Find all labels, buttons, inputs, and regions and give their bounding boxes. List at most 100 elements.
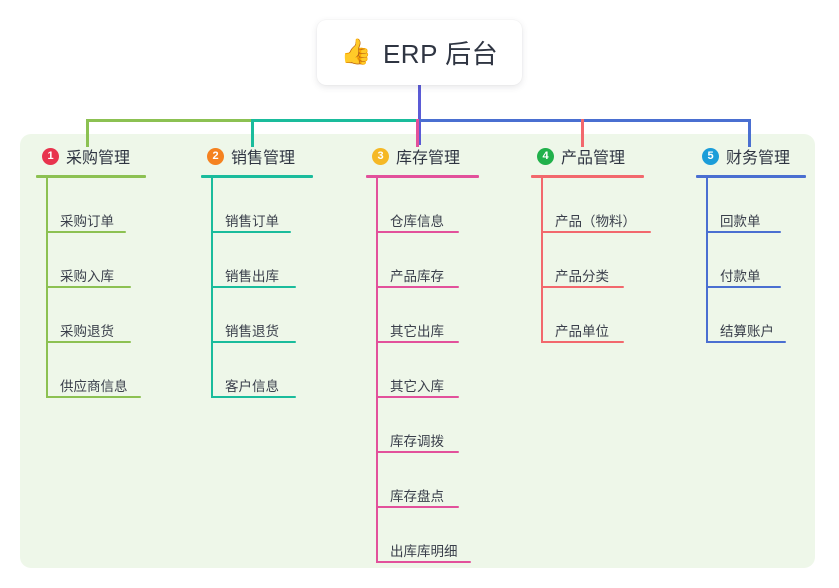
connector-bus-teal <box>251 119 416 122</box>
list-item-label: 产品（物料） <box>555 214 636 229</box>
list-item[interactable]: 库存调拨 <box>366 398 516 453</box>
list-item[interactable]: 产品单位 <box>531 288 686 343</box>
list-item-rule <box>541 341 624 343</box>
column-spine-1 <box>46 178 48 398</box>
list-item[interactable]: 出库库明细 <box>366 508 516 563</box>
list-item[interactable]: 采购退货 <box>36 288 186 343</box>
column-items-1: 采购订单采购入库采购退货供应商信息 <box>36 178 186 398</box>
root-node-title: ERP 后台 <box>382 39 499 69</box>
list-item[interactable]: 客户信息 <box>201 343 351 398</box>
list-item[interactable]: 产品（物料） <box>531 178 686 233</box>
list-item-rule <box>376 506 459 508</box>
column-items-2: 销售订单销售出库销售退货客户信息 <box>201 178 351 398</box>
list-item-rule <box>706 286 781 288</box>
list-item-label: 采购入库 <box>60 269 114 284</box>
list-item-label: 销售出库 <box>225 269 279 284</box>
connector-drop-4 <box>581 119 584 147</box>
list-item-rule <box>376 341 459 343</box>
connector-drop-2 <box>251 119 254 147</box>
list-item-label: 结算账户 <box>720 324 774 339</box>
column-header-rule-2 <box>201 175 313 178</box>
list-item-label: 销售退货 <box>225 324 279 339</box>
column-4: 4 产品管理产品（物料） 产品分类产品单位 <box>531 143 686 343</box>
diagram-panel <box>20 134 815 568</box>
column-spine-4 <box>541 178 543 343</box>
column-header-1[interactable]: 1 采购管理 <box>36 143 186 169</box>
column-title-1: 采购管理 <box>66 150 131 167</box>
list-item-label: 产品库存 <box>390 269 444 284</box>
column-header-rule-3 <box>366 175 479 178</box>
list-item-rule <box>211 396 296 398</box>
column-header-rule-5 <box>696 175 806 178</box>
list-item-label: 销售订单 <box>225 214 279 229</box>
list-item-label: 其它出库 <box>390 324 444 339</box>
list-item-label: 库存盘点 <box>390 489 444 504</box>
list-item[interactable]: 其它入库 <box>366 343 516 398</box>
list-item[interactable]: 仓库信息 <box>366 178 516 233</box>
column-badge-4: 4 <box>537 147 554 165</box>
list-item-rule <box>376 231 459 233</box>
list-item-rule <box>211 286 296 288</box>
list-item[interactable]: 库存盘点 <box>366 453 516 508</box>
list-item-rule <box>211 341 296 343</box>
list-item-label: 回款单 <box>720 214 761 229</box>
list-item-label: 其它入库 <box>390 379 444 394</box>
list-item-label: 出库库明细 <box>390 544 458 559</box>
list-item-label: 付款单 <box>720 269 761 284</box>
list-item[interactable]: 采购入库 <box>36 233 186 288</box>
column-title-4: 产品管理 <box>561 150 626 167</box>
list-item[interactable]: 结算账户 <box>696 288 836 343</box>
column-header-4[interactable]: 4 产品管理 <box>531 143 686 169</box>
list-item-rule <box>46 286 131 288</box>
list-item-rule <box>706 231 781 233</box>
column-title-2: 销售管理 <box>231 150 296 167</box>
list-item[interactable]: 其它出库 <box>366 288 516 343</box>
column-items-5: 回款单付款单结算账户 <box>696 178 836 343</box>
list-item-rule <box>376 396 459 398</box>
list-item-rule <box>376 286 459 288</box>
connector-bus-green <box>86 119 251 122</box>
column-title-5: 财务管理 <box>726 150 791 167</box>
list-item-label: 产品分类 <box>555 269 609 284</box>
list-item[interactable]: 销售出库 <box>201 233 351 288</box>
list-item[interactable]: 销售退货 <box>201 288 351 343</box>
column-badge-1: 1 <box>42 147 59 165</box>
list-item-label: 产品单位 <box>555 324 609 339</box>
column-badge-5: 5 <box>702 147 719 165</box>
list-item-rule <box>46 231 126 233</box>
column-1: 1 采购管理采购订单采购入库采购退货供应商信息 <box>36 143 186 398</box>
list-item-label: 采购订单 <box>60 214 114 229</box>
connector-root-stem <box>418 85 421 145</box>
list-item[interactable]: 产品分类 <box>531 233 686 288</box>
column-5: 5 财务管理回款单付款单结算账户 <box>696 143 836 343</box>
list-item[interactable]: 销售订单 <box>201 178 351 233</box>
list-item[interactable]: 供应商信息 <box>36 343 186 398</box>
column-header-5[interactable]: 5 财务管理 <box>696 143 836 169</box>
column-items-4: 产品（物料） 产品分类产品单位 <box>531 178 686 343</box>
list-item-rule <box>46 396 141 398</box>
list-item-label: 供应商信息 <box>60 379 128 394</box>
column-spine-5 <box>706 178 708 343</box>
list-item-rule <box>46 341 131 343</box>
list-item[interactable]: 采购订单 <box>36 178 186 233</box>
list-item-rule <box>211 231 291 233</box>
connector-drop-1 <box>86 119 89 147</box>
list-item[interactable]: 付款单 <box>696 233 836 288</box>
list-item[interactable]: 产品库存 <box>366 233 516 288</box>
root-node-card[interactable]: 👍 ERP 后台 <box>317 20 522 85</box>
column-header-rule-1 <box>36 175 146 178</box>
column-header-rule-4 <box>531 175 644 178</box>
column-spine-3 <box>376 178 378 563</box>
list-item-rule <box>376 561 471 563</box>
thumbs-up-icon: 👍 <box>340 38 372 66</box>
list-item-rule <box>376 451 459 453</box>
list-item-label: 采购退货 <box>60 324 114 339</box>
column-items-3: 仓库信息产品库存其它出库其它入库库存调拨库存盘点出库库明细 <box>366 178 516 563</box>
list-item[interactable]: 回款单 <box>696 178 836 233</box>
connector-drop-3 <box>416 119 419 147</box>
column-badge-3: 3 <box>372 147 389 165</box>
